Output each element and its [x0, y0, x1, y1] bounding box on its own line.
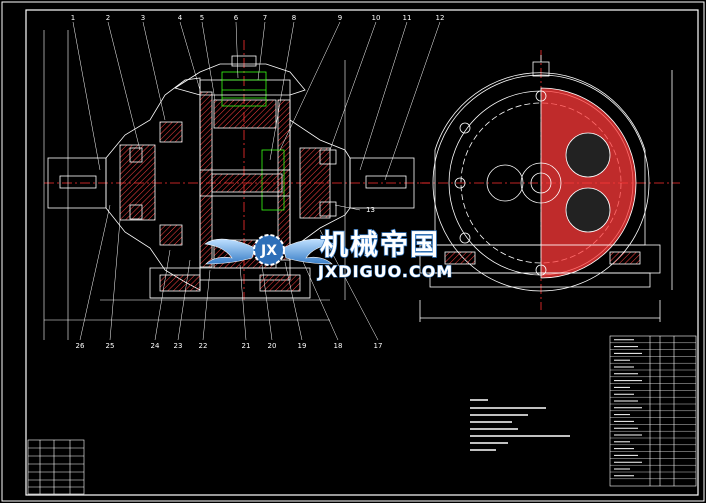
- callout-top-11: 11: [403, 14, 412, 22]
- callout-bottom-22: 22: [199, 342, 208, 350]
- callout-top-5: 5: [200, 14, 204, 22]
- callout-side-13: 13: [366, 206, 375, 214]
- callout-top-9: 9: [338, 14, 342, 22]
- callout-leaders: [72, 21, 441, 341]
- callout-bottom-25: 25: [106, 342, 115, 350]
- callout-top-7: 7: [263, 14, 267, 22]
- callout-top-4: 4: [178, 14, 183, 22]
- callout-top-3: 3: [141, 14, 145, 22]
- logo-letters: JX: [260, 243, 277, 259]
- parts-list-rows: [610, 339, 696, 479]
- callout-top-8: 8: [292, 14, 296, 22]
- callout-top-1: 1: [71, 14, 75, 22]
- callout-bottom-24: 24: [151, 342, 160, 350]
- callout-top-2: 2: [106, 14, 110, 22]
- callout-top-12: 12: [436, 14, 445, 22]
- watermark: JX 机械帝国 JXDIGUO.COM: [204, 227, 453, 282]
- callout-bottom-19: 19: [298, 342, 307, 350]
- left-wing-icon: [204, 238, 256, 265]
- right-wing-icon: [282, 238, 334, 265]
- dimension-lines: [43, 30, 346, 340]
- watermark-title: 机械帝国: [320, 228, 440, 261]
- parts-list: [609, 335, 697, 487]
- watermark-url: JXDIGUO.COM: [317, 262, 453, 281]
- callout-bottom-26: 26: [76, 342, 85, 350]
- revision-block: [27, 439, 85, 495]
- inner-frame: [25, 9, 699, 496]
- end-view: [419, 50, 680, 322]
- callout-bottom-20: 20: [268, 342, 277, 350]
- callout-bottom-18: 18: [334, 342, 343, 350]
- callout-bottom-17: 17: [374, 342, 383, 350]
- callout-bottom-21: 21: [242, 342, 251, 350]
- gear-logo-icon: [253, 234, 285, 266]
- callout-bottom-23: 23: [174, 342, 183, 350]
- technical-notes: [470, 399, 570, 451]
- callout-top-10: 10: [372, 14, 381, 22]
- callout-top-6: 6: [234, 14, 239, 22]
